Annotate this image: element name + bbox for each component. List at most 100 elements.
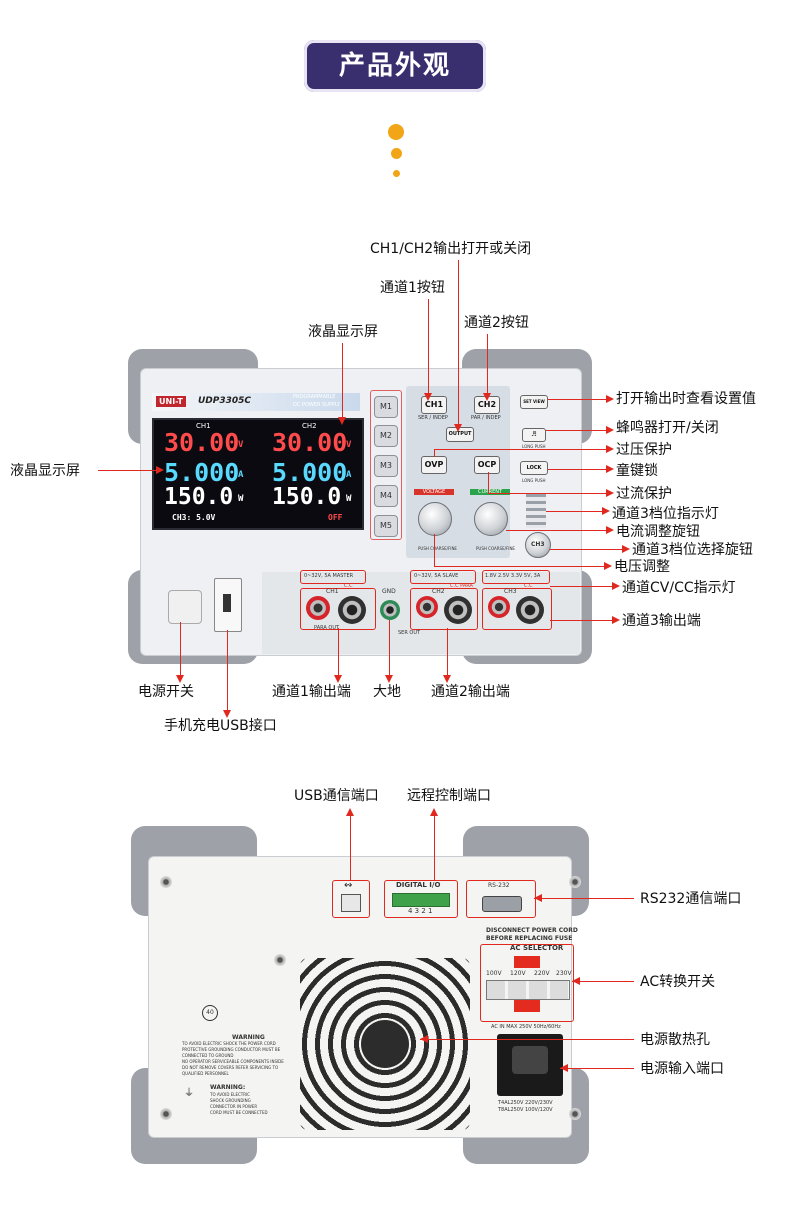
leader-power-switch [180, 622, 181, 677]
leader-lcd-top [342, 343, 343, 419]
leader-ground [389, 620, 390, 677]
leader-ovp [434, 449, 608, 450]
voltage-knob[interactable] [418, 502, 452, 536]
leader-buzzer-arrow [606, 426, 614, 434]
screw-bottom-right [569, 1108, 581, 1120]
ac-selector-switch-bottom[interactable] [514, 1000, 540, 1012]
leader-remote [434, 813, 435, 881]
label-ocp: 过流保护 [616, 486, 672, 502]
lcd-ch2-voltage: 30.00 [272, 428, 348, 457]
label-ch1-output: 通道1输出端 [272, 684, 351, 700]
digital-io-connector[interactable] [392, 893, 450, 907]
ac-selector-switch-top[interactable] [514, 956, 540, 968]
label-remote: 远程控制端口 [407, 788, 491, 804]
leader-ac-switch-arrow [572, 977, 580, 985]
product-subtitle-1: PROGRAMMABLE [293, 394, 336, 400]
warning-title: WARNING [232, 1034, 265, 1041]
leader-remote-arrow [430, 808, 438, 816]
ch1-positive-jack[interactable] [306, 596, 330, 620]
ocp-button[interactable]: OCP [474, 456, 500, 474]
label-ch3-indicator: 通道3档位指示灯 [612, 506, 719, 522]
memory-button-m1[interactable]: M1 [374, 396, 398, 418]
ch3-selector-knob[interactable] [525, 532, 551, 558]
usb-comm-port[interactable] [341, 894, 361, 912]
warning2-line-1: TO AVOID ELECTRIC [210, 1092, 250, 1097]
screw-mid-left [274, 954, 286, 966]
disconnect-notice-2: BEFORE REPLACING FUSE [486, 935, 573, 942]
leader-ovp-arrow [606, 445, 614, 453]
memory-button-m3[interactable]: M3 [374, 455, 398, 477]
label-voltage-adjust: 电压调整 [614, 559, 670, 575]
lcd-ch1-current: 5.000 [164, 458, 240, 487]
ch1-negative-jack[interactable] [338, 596, 366, 624]
leader-ocp-rise [488, 472, 489, 493]
ch3-spec: 1.8V 2.5V 3.3V 5V, 3A [485, 573, 541, 579]
digital-io-box [384, 880, 458, 918]
leader-lcd-left-arrow [156, 466, 164, 474]
label-buzzer: 蜂鸣器打开/关闭 [616, 420, 719, 436]
memory-button-m4[interactable]: M4 [374, 485, 398, 507]
label-ground: 大地 [373, 684, 401, 700]
lock-long-push: LONG PUSH [522, 478, 546, 483]
ac-voltage-100: 100V [486, 970, 502, 977]
leader-lock [548, 469, 608, 470]
digital-io-label: DIGITAL I/O [396, 881, 441, 889]
fuse-rating-1: T4AL250V 220V/230V [498, 1100, 553, 1106]
lock-button[interactable]: LOCK [520, 461, 548, 475]
leader-usb-comm [350, 813, 351, 881]
warning-line-3: CONNECTED TO GROUND [182, 1053, 234, 1058]
memory-button-m5[interactable]: M5 [374, 515, 398, 537]
label-lcd-top: 液晶显示屏 [308, 324, 378, 340]
rs232-port[interactable] [482, 896, 522, 912]
current-knob[interactable] [474, 502, 508, 536]
lcd-ch1-unit-v: V [238, 440, 244, 450]
leader-ac-switch [572, 981, 634, 982]
fuse-rating-2: T8AL250V 100V/120V [498, 1107, 553, 1113]
decor-dot-medium [391, 148, 402, 159]
label-ch3-selector: 通道3档位选择旋钮 [632, 542, 753, 558]
ac-voltage-120: 120V [510, 970, 526, 977]
ground-jack[interactable] [380, 600, 400, 620]
set-view-button[interactable]: SET VIEW [520, 395, 548, 409]
lcd-ch1-power: 150.0 [164, 484, 234, 510]
label-set-view: 打开输出时查看设置值 [616, 391, 756, 407]
ch3-negative-jack[interactable] [516, 596, 544, 624]
label-lock: 童键锁 [616, 463, 658, 479]
ch2-negative-jack[interactable] [444, 596, 472, 624]
power-inlet-socket [512, 1046, 548, 1074]
leader-set-view [548, 399, 608, 400]
leader-ch1-output [338, 628, 339, 677]
ch3-positive-jack[interactable] [488, 596, 510, 618]
leader-usb-charge [227, 630, 228, 712]
leader-usb-charge-arrow [223, 710, 231, 718]
leader-lcd-left [98, 470, 158, 471]
label-ch2-button: 通道2按钮 [464, 315, 529, 331]
leader-voltage-adjust [434, 566, 606, 567]
ac-selector-grid [486, 980, 570, 1000]
current-knob-sub: PUSH COARSE/FINE [476, 546, 515, 551]
leader-ch3-output-arrow [612, 616, 620, 624]
buzzer-long-push: LONG PUSH [522, 444, 546, 449]
buzzer-button[interactable]: ♬ [522, 428, 546, 442]
memory-button-m2[interactable]: M2 [374, 425, 398, 447]
leader-lcd-top-arrow [338, 417, 346, 425]
lcd-ch1-label: CH1 [196, 422, 211, 430]
memory-button-group [370, 390, 402, 540]
product-subtitle-2: DC POWER SUPPLY [293, 402, 341, 408]
disconnect-notice-1: DISCONNECT POWER CORD [486, 927, 578, 934]
warning2-title: WARNING: [210, 1084, 246, 1091]
label-ch1-button: 通道1按钮 [380, 280, 445, 296]
ch3-terminal-label: CH3 [504, 588, 517, 595]
leader-fan [420, 1039, 634, 1040]
ch3-spec-box [482, 570, 550, 584]
lcd-ch2-label: CH2 [302, 422, 317, 430]
leader-set-view-arrow [606, 395, 614, 403]
lcd-ch1-unit-w: W [238, 494, 244, 504]
voltage-knob-sub: PUSH COARSE/FINE [418, 546, 457, 551]
model-name: UDP3305C [198, 396, 252, 406]
ch2-positive-jack[interactable] [416, 596, 438, 618]
ovp-button[interactable]: OVP [421, 456, 447, 474]
power-switch[interactable] [168, 590, 202, 624]
leader-ground-arrow [385, 675, 393, 683]
screw-bottom-left [160, 1108, 172, 1120]
